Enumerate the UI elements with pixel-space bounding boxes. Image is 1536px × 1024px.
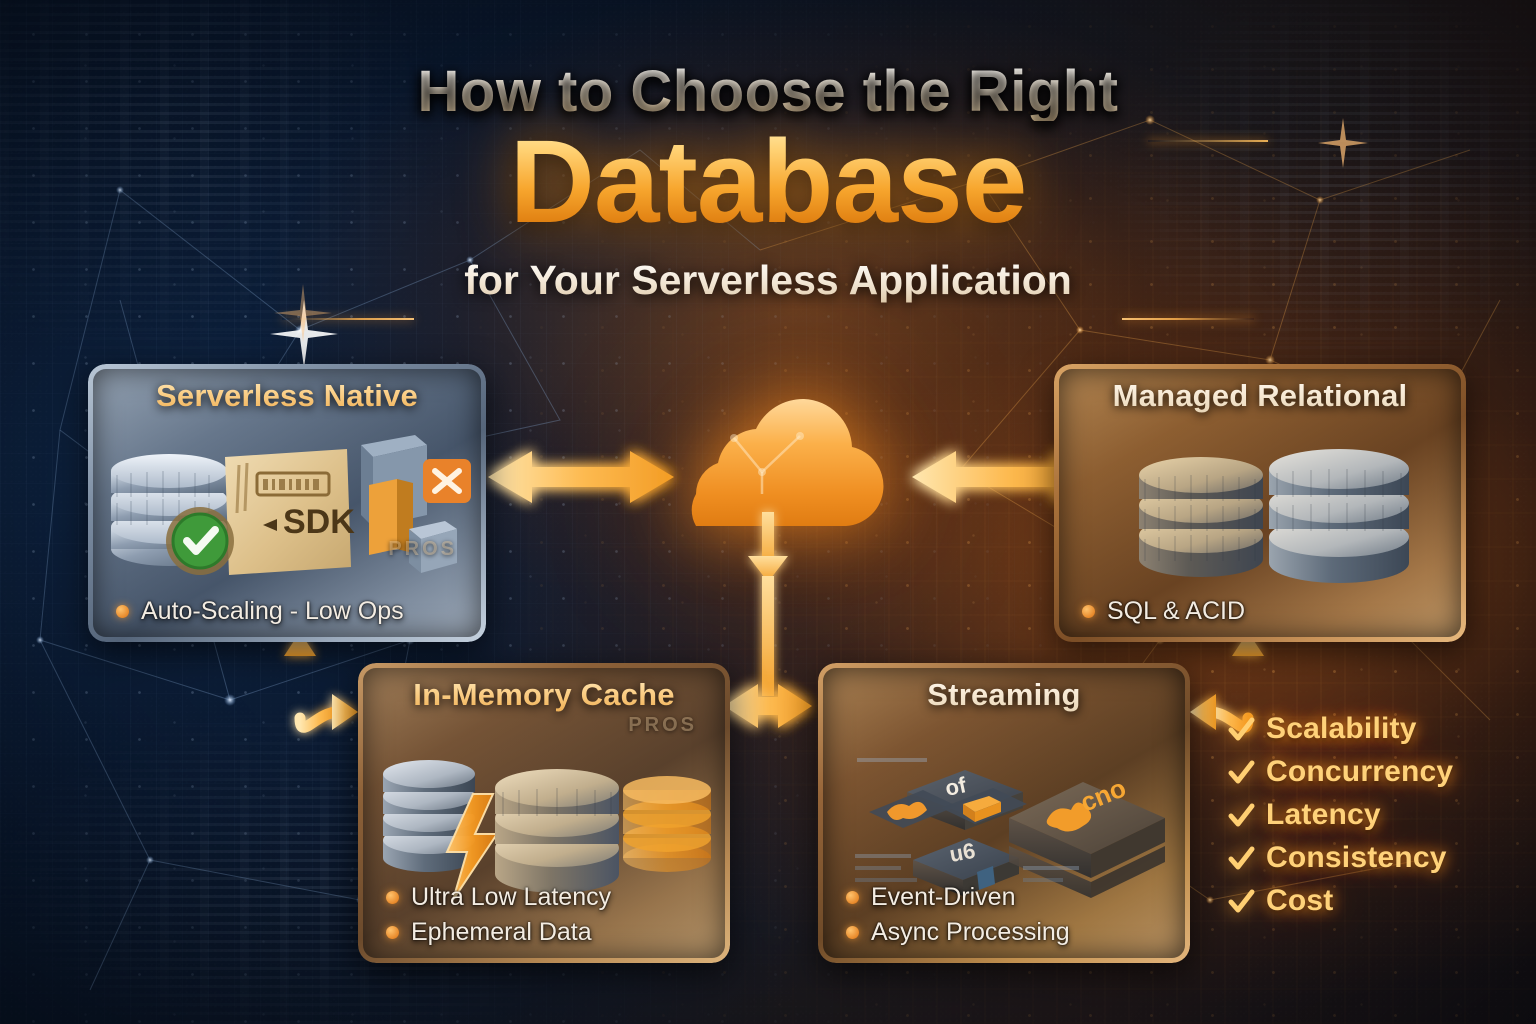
checklist-item: Latency [1228,798,1453,832]
check-icon [1228,759,1255,786]
bullet-dot-icon [846,891,859,904]
bullet-dot-icon [846,926,859,939]
checklist-label: Latency [1266,798,1381,831]
checklist-label: Scalability [1266,712,1417,745]
check-icon [1228,802,1255,829]
bullet-label: Event-Driven [871,883,1016,911]
card-in-memory-cache-title: In-Memory Cache [358,677,730,713]
glowing-database-icon [623,776,711,872]
card-in-memory-cache[interactable]: PROS In-Memory Cache Ultra Low Latency E… [358,663,730,963]
orange-x-icon [423,459,471,503]
card-serverless-ghost-label: PROS [388,538,457,560]
bullet-item: Ultra Low Latency [386,883,611,912]
green-check-icon [166,507,234,575]
check-icon [1228,845,1255,872]
card-serverless-native[interactable]: SDK [88,364,486,642]
bullet-item: SQL & ACID [1082,597,1245,626]
subtitle: for Your Serverless Application [0,257,1536,304]
check-icon [1228,716,1255,743]
svg-text:SDK: SDK [283,503,355,541]
database-stack-icon [383,760,475,872]
managed-relational-illustration [1139,449,1409,583]
bullet-label: SQL & ACID [1107,597,1246,625]
card-managed-relational[interactable]: Managed Relational SQL & ACID [1054,364,1466,642]
bullet-dot-icon [386,891,399,904]
checklist-label: Concurrency [1266,755,1454,788]
bullet-label: Auto-Scaling - Low Ops [141,597,404,625]
bullet-item: Ephemeral Data [386,918,611,947]
checklist-item: Scalability [1228,712,1453,746]
bullet-dot-icon [386,926,399,939]
subtitle-rule-right [1122,318,1254,320]
database-stack-icon [495,769,619,893]
card-managed-relational-title: Managed Relational [1054,378,1466,414]
card-streaming[interactable]: of u6 [818,663,1190,963]
card-streaming-bullets: Event-Driven Async Processing [846,877,1070,947]
checklist-item: Cost [1228,884,1453,918]
title-block: How to Choose the Right Database for You… [0,62,1536,304]
bullet-item: Event-Driven [846,883,1070,912]
database-stack-icon [1269,449,1409,583]
bullet-item: Async Processing [846,918,1070,947]
card-serverless-title: Serverless Native [88,378,486,414]
bullet-label: Ultra Low Latency [411,883,612,911]
serverless-native-illustration: SDK [111,435,471,575]
sdk-document-icon: SDK [225,449,355,575]
title-rule-right [1148,140,1268,142]
bullet-label: Ephemeral Data [411,918,592,946]
database-stack-icon [1139,457,1263,577]
page-title: Database [0,123,1536,241]
checklist-item: Concurrency [1228,755,1453,789]
cloud-icon [628,378,910,538]
card-managed-relational-bullets: SQL & ACID [1082,591,1245,626]
bullet-item: Auto-Scaling - Low Ops [116,597,404,626]
card-in-memory-cache-bullets: Ultra Low Latency Ephemeral Data [386,877,611,947]
criteria-checklist: Scalability Concurrency Latency Consiste… [1228,712,1453,927]
card-serverless-bullets: Auto-Scaling - Low Ops [116,591,404,626]
subtitle-rule-left [282,318,414,320]
bullet-dot-icon [1082,605,1095,618]
bullet-dot-icon [116,605,129,618]
svg-text:u6: u6 [948,838,978,867]
checklist-item: Consistency [1228,841,1453,875]
checklist-label: Cost [1266,884,1334,917]
card-cache-ghost-label: PROS [628,714,697,736]
title-line-1: How to Choose the Right [0,62,1536,121]
check-icon [1228,888,1255,915]
checklist-label: Consistency [1266,841,1447,874]
card-streaming-title: Streaming [818,677,1190,713]
bullet-label: Async Processing [871,918,1070,946]
